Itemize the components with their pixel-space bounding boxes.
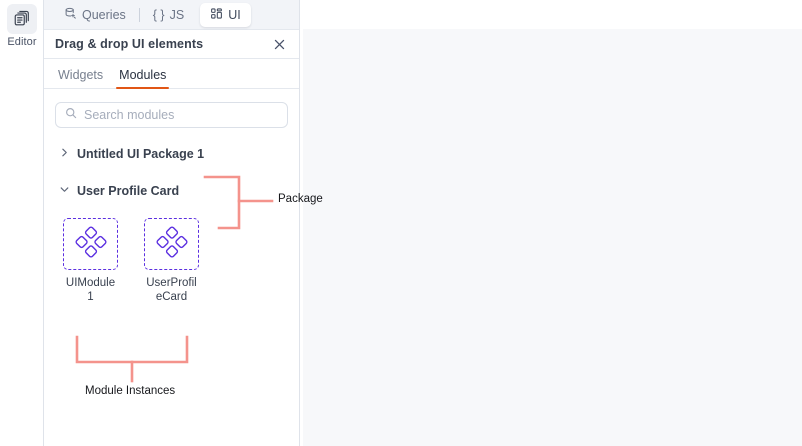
- tab-modules[interactable]: Modules: [116, 68, 170, 89]
- search-input[interactable]: [84, 108, 278, 122]
- tab-queries[interactable]: Queries: [54, 3, 136, 27]
- search-box[interactable]: [55, 102, 288, 128]
- canvas-top-strip: [300, 0, 802, 29]
- rail-item-label: Editor: [7, 36, 37, 48]
- page-title: Drag & drop UI elements: [55, 37, 204, 51]
- left-rail: Editor: [0, 0, 44, 446]
- ui-panel: Queries { } JS UI Drag &: [44, 0, 300, 446]
- module-instance-label: UIModule1: [65, 277, 116, 303]
- curly-braces-icon: { }: [152, 7, 165, 22]
- module-tree: Untitled UI Package 1 User Profile Card: [55, 141, 288, 204]
- search-icon: [65, 106, 77, 124]
- module-diamonds-icon: [155, 225, 188, 263]
- module-drop-target[interactable]: [63, 218, 118, 270]
- tab-queries-label: Queries: [82, 7, 126, 22]
- panel-top-tabs: Queries { } JS UI: [44, 0, 299, 30]
- tab-ui[interactable]: UI: [200, 2, 251, 27]
- editor-pages-icon: [7, 4, 37, 34]
- tab-js[interactable]: { } JS: [143, 3, 194, 27]
- panel-sub-tabs: Widgets Modules: [44, 59, 299, 89]
- editor-canvas[interactable]: [303, 29, 802, 446]
- chevron-right-icon[interactable]: [59, 145, 70, 163]
- module-instance-grid: UIModule1 UserProfileCard: [55, 218, 288, 304]
- grid-squares-icon: [210, 7, 223, 23]
- tree-item-user-profile-card[interactable]: User Profile Card: [55, 178, 288, 204]
- chevron-down-icon[interactable]: [59, 182, 70, 200]
- tree-item-label: User Profile Card: [77, 184, 180, 198]
- tree-item-label: Untitled UI Package 1: [77, 147, 205, 161]
- panel-header: Drag & drop UI elements: [44, 30, 299, 59]
- module-instance-label: UserProfileCard: [146, 277, 197, 303]
- module-drop-target[interactable]: [144, 218, 199, 270]
- database-query-icon: [64, 7, 77, 23]
- module-instance-uimodule1[interactable]: UIModule1: [63, 218, 118, 304]
- module-instance-userprofilecard[interactable]: UserProfileCard: [144, 218, 199, 304]
- panel-body: Untitled UI Package 1 User Profile Card: [44, 89, 299, 304]
- tab-js-label: JS: [169, 7, 185, 22]
- module-diamonds-icon: [74, 225, 107, 263]
- close-icon[interactable]: [270, 35, 288, 53]
- tab-widgets[interactable]: Widgets: [58, 68, 104, 82]
- tree-item-untitled-ui-package-1[interactable]: Untitled UI Package 1: [55, 141, 288, 167]
- tab-divider: [138, 7, 140, 22]
- rail-item-editor[interactable]: Editor: [0, 4, 44, 48]
- tab-ui-label: UI: [228, 7, 241, 22]
